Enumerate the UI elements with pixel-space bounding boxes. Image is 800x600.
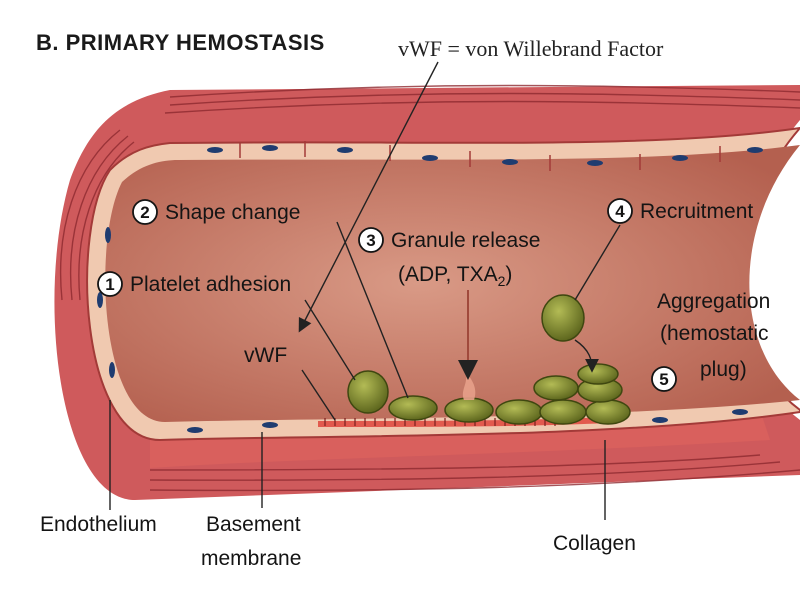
step-3-detail: (ADP, TXA2) bbox=[398, 263, 512, 289]
endothelium-label: Endothelium bbox=[40, 513, 157, 536]
platelet-adhered bbox=[347, 370, 389, 414]
step-5-label-line-2: (hemostatic bbox=[660, 322, 769, 345]
collagen-label: Collagen bbox=[553, 532, 636, 555]
step-3-number: 3 bbox=[366, 231, 375, 250]
platelet bbox=[539, 399, 587, 425]
step-4-number: 4 bbox=[615, 202, 625, 221]
platelet-recruited bbox=[541, 294, 585, 342]
granule-release-plume bbox=[462, 372, 476, 400]
step-2-number: 2 bbox=[140, 203, 149, 222]
step-1-number: 1 bbox=[105, 275, 114, 294]
vwf-definition-note: vWF = von Willebrand Factor bbox=[398, 36, 664, 61]
pointer-lines bbox=[109, 61, 621, 520]
platelet bbox=[495, 399, 543, 425]
step-2-label: Shape change bbox=[165, 201, 300, 224]
step-5-label-line-3: plug) bbox=[700, 358, 747, 381]
platelet bbox=[585, 399, 631, 425]
platelet bbox=[577, 363, 619, 385]
step-5-label-line-1: Aggregation bbox=[657, 290, 770, 313]
platelets bbox=[347, 294, 631, 425]
platelet bbox=[388, 395, 438, 421]
basement-membrane-label-line-2: membrane bbox=[201, 547, 301, 570]
basement-membrane-label-line-1: Basement bbox=[206, 513, 301, 536]
wall-striations bbox=[59, 84, 800, 492]
step-badges: 1 2 3 4 5 bbox=[97, 198, 677, 392]
endothelial-cell-borders bbox=[239, 141, 721, 171]
step-1-label: Platelet adhesion bbox=[130, 273, 291, 296]
step-3-label: Granule release bbox=[391, 229, 540, 252]
endothelial-nuclei bbox=[97, 145, 763, 433]
platelet bbox=[444, 397, 494, 423]
step-5-number: 5 bbox=[659, 370, 668, 389]
platelet bbox=[533, 375, 579, 401]
diagram-title: B. PRIMARY HEMOSTASIS bbox=[36, 30, 325, 55]
vwf-label: vWF bbox=[244, 344, 287, 367]
step-4-label: Recruitment bbox=[640, 200, 753, 223]
